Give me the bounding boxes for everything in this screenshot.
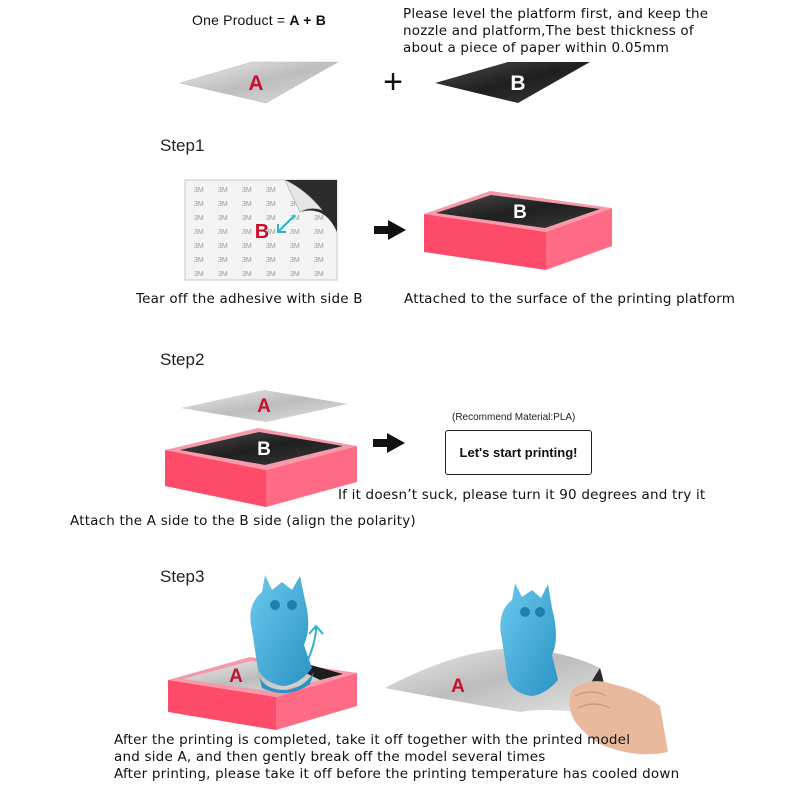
platform-step3-a-label: A [229, 666, 243, 687]
step3-caption-line: and side A, and then gently break off th… [114, 749, 546, 765]
step1-caption-right: Attached to the surface of the printing … [404, 291, 736, 307]
level-note-line: about a piece of paper within 0.05mm [403, 40, 670, 56]
product-formula-prefix: One Product = [192, 12, 290, 28]
peel-arrow-icon [277, 214, 296, 233]
flexed-sheet-a-label: A [451, 676, 465, 697]
owl-model-right [500, 583, 558, 696]
sheet-a-top-label: A [248, 72, 263, 95]
arrow-right-icon [373, 433, 405, 453]
product-formula: One Product = A + B [192, 12, 326, 28]
step3-caption-line: After printing, please take it off befor… [114, 766, 680, 782]
level-note-line: nozzle and platform,The best thickness o… [403, 23, 694, 39]
step2-title: Step2 [160, 350, 205, 369]
step1-title: Step1 [160, 136, 205, 155]
step3-caption: After the printing is completed, take it… [114, 732, 679, 783]
step2-caption: Attach the A side to the B side (align t… [70, 513, 416, 529]
platform-step2 [165, 428, 357, 507]
platform-with-b [424, 191, 612, 270]
start-printing-label: Let's start printing! [459, 445, 578, 460]
step3-caption-line: After the printing is completed, take it… [114, 732, 631, 748]
plus-sign: + [383, 63, 403, 101]
level-note-line: Please level the platform first, and kee… [403, 6, 709, 22]
hand-icon [569, 681, 668, 755]
lift-arrow-icon [307, 624, 324, 661]
sheet-a-step2-label: A [257, 396, 271, 417]
sheet-a-top [179, 61, 339, 104]
start-printing-banner: Let's start printing! [445, 430, 592, 475]
step2-tip: If it doesn’t suck, please turn it 90 de… [338, 487, 706, 503]
platform-step2-b-label: B [257, 439, 271, 460]
step3-title: Step3 [160, 567, 205, 586]
owl-model-left [250, 575, 314, 694]
platform-b-label: B [513, 202, 527, 223]
recommend-material: (Recommend Material:PLA) [452, 412, 576, 423]
adhesive-b-label: B [255, 221, 269, 243]
adhesive-sheet [184, 179, 338, 281]
level-note: Please level the platform first, and kee… [403, 6, 708, 57]
sheet-a-step2 [181, 390, 348, 422]
sheet-b-top [435, 62, 590, 103]
arrow-right-icon [374, 220, 406, 240]
product-formula-value: A + B [289, 12, 327, 28]
sheet-b-top-label: B [510, 72, 525, 95]
step1-caption-left: Tear off the adhesive with side B [136, 291, 363, 307]
